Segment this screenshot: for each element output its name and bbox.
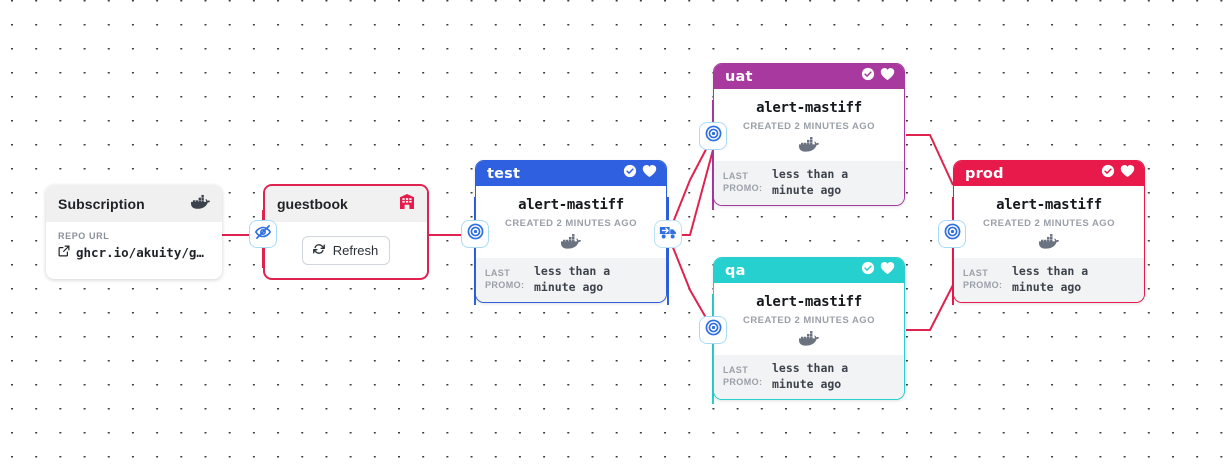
docker-icon — [722, 330, 896, 346]
last-promotion-row-test: LAST PROMO: less than a minute ago — [476, 258, 666, 303]
subscription-title: Subscription — [58, 195, 145, 212]
hide-subscription-toggle[interactable] — [249, 220, 277, 248]
last-promo-value: less than a minute ago — [772, 361, 849, 391]
stage-header-qa: qa — [714, 258, 904, 283]
last-promo-label: LAST PROMO: — [963, 268, 1003, 290]
last-promotion-row-uat: LAST PROMO: less than a minute ago — [714, 161, 904, 206]
stage-card-qa[interactable]: qa alert-mastiff CREATED 2 MINUTES AGO — [713, 257, 905, 401]
stage-name-test: test — [487, 165, 521, 182]
repo-url-row[interactable]: ghcr.io/akuity/g… — [58, 245, 210, 260]
freight-created: CREATED 2 MINUTES AGO — [743, 315, 875, 326]
repo-url-value: ghcr.io/akuity/g… — [76, 245, 204, 260]
last-promo-label: LAST PROMO: — [485, 268, 525, 290]
stage-body-uat: alert-mastiff CREATED 2 MINUTES AGO — [714, 89, 904, 161]
freight-name: alert-mastiff — [518, 197, 624, 213]
refresh-icon — [312, 242, 326, 259]
docker-icon — [962, 233, 1136, 249]
check-circle-icon[interactable] — [1101, 164, 1115, 183]
target-icon — [944, 223, 961, 245]
stage-name-qa: qa — [725, 262, 746, 279]
last-promo-value: less than a minute ago — [772, 167, 849, 197]
stage-card-prod[interactable]: prod alert-mastiff CREATED 2 MINUTES AGO — [953, 160, 1145, 304]
last-promo-value: less than a minute ago — [1012, 264, 1089, 294]
refresh-button[interactable]: Refresh — [301, 235, 391, 265]
target-icon — [467, 223, 484, 245]
check-circle-icon[interactable] — [623, 164, 637, 183]
stage-test-target[interactable] — [461, 220, 489, 248]
stage-body-prod: alert-mastiff CREATED 2 MINUTES AGO — [954, 186, 1144, 258]
stage-card-test[interactable]: test alert-mastiff CREATED 2 MINUTES AGO — [475, 160, 667, 304]
docker-icon — [191, 194, 210, 214]
warehouse-icon — [399, 193, 415, 215]
eye-off-icon — [254, 223, 272, 246]
subscription-body: REPO URL ghcr.io/akuity/g… — [46, 222, 222, 260]
freight-name: alert-mastiff — [756, 100, 862, 116]
freight-created: CREATED 2 MINUTES AGO — [743, 121, 875, 132]
stage-test-promote[interactable] — [654, 220, 682, 248]
target-icon — [705, 319, 722, 341]
check-circle-icon[interactable] — [861, 67, 875, 86]
stage-card-uat[interactable]: uat alert-mastiff CREATED 2 MINUTES AGO — [713, 63, 905, 207]
last-promo-label: LAST PROMO: — [723, 365, 763, 387]
freight-name: alert-mastiff — [996, 197, 1102, 213]
last-promo-label: LAST PROMO: — [723, 171, 763, 193]
heart-icon[interactable] — [642, 164, 657, 183]
heart-icon[interactable] — [880, 67, 895, 86]
stage-header-uat: uat — [714, 64, 904, 89]
last-promo-value: less than a minute ago — [534, 264, 611, 294]
repo-url-label: REPO URL — [58, 231, 110, 241]
warehouse-card[interactable]: guestbook Re — [263, 184, 429, 280]
stage-header-test: test — [476, 161, 666, 186]
warehouse-body: Refresh — [265, 222, 427, 278]
heart-icon[interactable] — [1120, 164, 1135, 183]
check-circle-icon[interactable] — [861, 261, 875, 280]
last-promotion-row-qa: LAST PROMO: less than a minute ago — [714, 355, 904, 400]
refresh-label: Refresh — [332, 242, 379, 258]
stage-header-prod: prod — [954, 161, 1144, 186]
stage-body-qa: alert-mastiff CREATED 2 MINUTES AGO — [714, 283, 904, 355]
warehouse-header: guestbook — [265, 186, 427, 222]
stage-body-test: alert-mastiff CREATED 2 MINUTES AGO — [476, 186, 666, 258]
freight-name: alert-mastiff — [756, 294, 862, 310]
stage-qa-target[interactable] — [699, 316, 727, 344]
subscription-header: Subscription — [46, 185, 222, 222]
warehouse-title: guestbook — [277, 196, 348, 212]
truck-icon — [659, 224, 678, 245]
last-promotion-row-prod: LAST PROMO: less than a minute ago — [954, 258, 1144, 303]
stage-name-uat: uat — [725, 68, 753, 85]
subscription-card[interactable]: Subscription REPO URL — [46, 185, 222, 279]
freight-created: CREATED 2 MINUTES AGO — [505, 218, 637, 229]
stage-prod-target[interactable] — [938, 220, 966, 248]
external-link-icon — [58, 245, 70, 260]
docker-icon — [722, 136, 896, 152]
target-icon — [705, 125, 722, 147]
docker-icon — [484, 233, 658, 249]
stage-uat-target[interactable] — [699, 122, 727, 150]
stage-name-prod: prod — [965, 165, 1004, 182]
freight-created: CREATED 2 MINUTES AGO — [983, 218, 1115, 229]
heart-icon[interactable] — [880, 261, 895, 280]
